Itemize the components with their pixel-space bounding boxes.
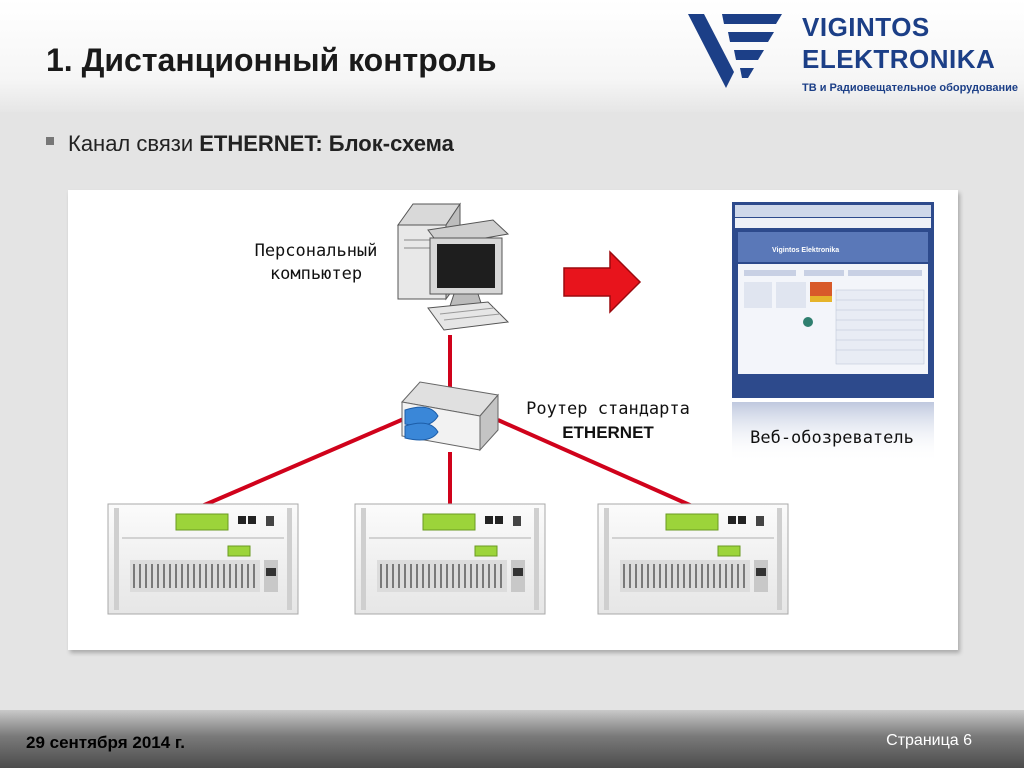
brand-name-line2: ELEKTRONIKA <box>802 44 996 74</box>
router-label: Роутер стандарта ETHERNET <box>508 398 708 444</box>
data-flow-arrow-icon <box>563 250 642 314</box>
pc-label-line1: Персональный <box>254 241 378 261</box>
company-logo: VIGINTOS ELEKTRONIKA ТВ и Радиовещательн… <box>686 10 1018 100</box>
bullet-text-bold: ETHERNET: Блок-схема <box>199 131 454 156</box>
router-label-line2: ETHERNET <box>562 423 654 442</box>
slide-title: 1. Дистанционный контроль <box>46 42 497 78</box>
pc-label: Персональный компьютер <box>236 240 396 286</box>
transmitter-unit-1 <box>107 503 299 615</box>
page-number: Страница 6 <box>886 732 972 749</box>
brand-name-line1: VIGINTOS <box>802 12 930 42</box>
link-router-tx3 <box>497 418 693 508</box>
bullet-text: Канал связи <box>68 131 200 156</box>
browser-screen-title: Vigintos Elektronika <box>772 247 839 254</box>
slide-header: 1. Дистанционный контроль VIGINTOS ELEKT… <box>0 0 1024 112</box>
network-links <box>201 335 693 508</box>
diagram-canvas: Vigintos Elektronika <box>107 202 934 615</box>
ethernet-router-icon <box>401 381 499 452</box>
personal-computer-icon <box>397 202 510 331</box>
slide-footer: 29 сентября 2014 г. Страница 6 <box>0 710 1024 768</box>
bullet-square-icon <box>46 137 54 146</box>
brand-tagline: ТВ и Радиовещательное оборудование <box>802 82 1018 94</box>
bullet-item: Канал связи ETHERNET: Блок-схема <box>46 131 454 157</box>
footer-date: 29 сентября 2014 г. <box>26 733 186 752</box>
web-browser-screenshot: Vigintos Elektronika <box>732 202 934 462</box>
browser-label: Веб-обозреватель <box>750 428 914 448</box>
pc-label-line2: компьютер <box>269 264 363 284</box>
router-label-line1: Роутер стандарта <box>526 399 690 419</box>
link-router-tx1 <box>201 416 407 508</box>
transmitter-unit-2 <box>354 503 546 615</box>
vigintos-logo-icon <box>688 14 782 88</box>
block-diagram: Vigintos Elektronika <box>68 190 958 650</box>
transmitter-unit-3 <box>597 503 789 615</box>
